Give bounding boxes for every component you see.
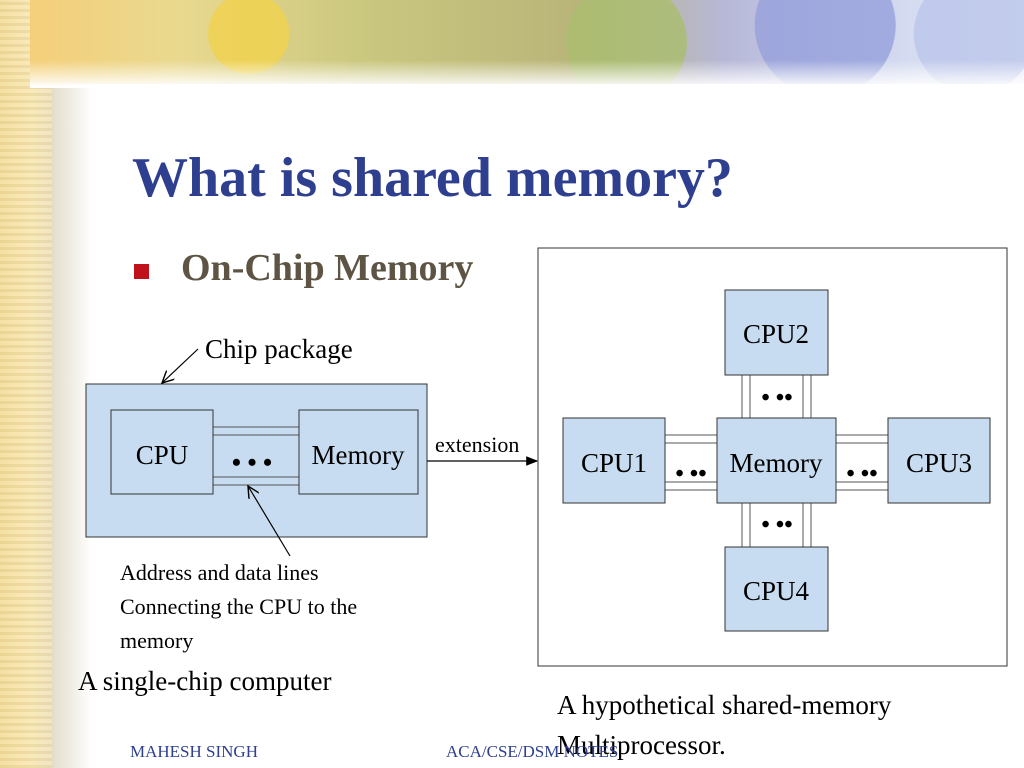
single-chip-caption: A single-chip computer	[78, 666, 331, 696]
bus-dots-left: • ••	[675, 461, 706, 487]
memory-box	[298, 409, 419, 495]
shared-memory-label: Memory	[730, 448, 823, 478]
memory-label: Memory	[312, 440, 405, 470]
footer-author: MAHESH SINGH	[130, 742, 258, 761]
shared-memory-box	[716, 417, 837, 504]
cpu1-box	[562, 417, 666, 504]
lines-caption-1: Address and data lines	[120, 560, 319, 585]
cpu-box	[110, 409, 214, 495]
bus-ellipsis: • • •	[232, 448, 272, 477]
decorative-left-strip	[0, 0, 52, 768]
chip-package-arrow	[162, 348, 199, 383]
slide-title: What is shared memory?	[132, 147, 733, 209]
bullet-text: On-Chip Memory	[181, 247, 474, 289]
bus-lines-horizontal	[665, 434, 888, 491]
bus-dots-top: • ••	[761, 385, 792, 411]
lines-caption-2: Connecting the CPU to the	[120, 594, 357, 619]
bullet-square-icon	[134, 264, 149, 279]
lines-caption-arrow	[248, 486, 291, 557]
footer-course: ACA/CSE/DSM NOTES	[446, 742, 619, 761]
cpu4-label: CPU4	[743, 576, 810, 606]
bus-dots-right: • ••	[846, 461, 877, 487]
cpu3-label: CPU3	[906, 448, 972, 478]
multiprocessor-caption-line1: A hypothetical shared-memory	[557, 690, 892, 720]
cpu4-box	[724, 546, 829, 632]
extension-arrow-group: extension	[427, 432, 539, 466]
extension-label: extension	[435, 432, 519, 457]
cpu3-box	[887, 417, 991, 504]
multiprocessor-caption-line2: Multiprocessor.	[557, 730, 726, 760]
single-chip-computer: CPU Memory • • • Chip package Address an…	[78, 334, 428, 696]
chip-package-label: Chip package	[205, 334, 353, 364]
cpu1-label: CPU1	[581, 448, 647, 478]
cpu2-box	[724, 289, 829, 376]
bus-lines-vertical	[741, 375, 812, 547]
lines-caption-3: memory	[120, 628, 193, 653]
decorative-left-shadow	[52, 80, 92, 768]
multiprocessor: CPU2 CPU1 Memory CPU3 CPU4 • •• • •• • •…	[537, 247, 1008, 760]
decorative-banner-fade	[30, 60, 1024, 88]
cpu-label: CPU	[136, 440, 189, 470]
cpu2-label: CPU2	[743, 319, 809, 349]
bus-dots-bottom: • ••	[761, 512, 792, 538]
